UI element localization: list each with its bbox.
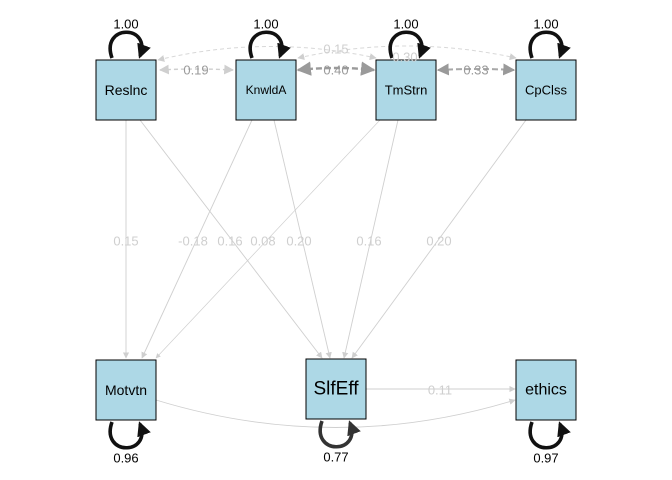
node-box-knwlda [235, 59, 297, 121]
path-motvtn-ethics [155, 398, 516, 428]
variance-label-slfeff: 0.77 [323, 450, 348, 465]
variance-loop-layer [108, 30, 571, 450]
covariance-knwlda-tmstrn [296, 61, 376, 76]
path-label-cpclss-slfeff: 0.20 [426, 234, 451, 249]
node-ethics: ethics [515, 359, 577, 421]
covariance-reslnc-knwlda [159, 64, 234, 75]
covariance-label-tmstrn-cpclss: 0.33 [463, 63, 488, 78]
node-reslnc: Reslnc [95, 59, 157, 121]
variance-label-motvtn: 0.96 [113, 451, 138, 466]
variance-loop-knwlda [248, 30, 291, 59]
node-label-slfeff: SlfEff [313, 379, 359, 400]
variance-loop-cpclss [528, 30, 571, 59]
variance-loop-tmstrn [388, 30, 431, 59]
path-label-knwlda-slfeff: 0.20 [286, 234, 311, 249]
path-reslnc-slfeff [139, 119, 323, 359]
node-label-ethics: ethics [525, 382, 567, 399]
node-motvtn: Motvtn [95, 359, 157, 421]
path-label-tmstrn-motvtn: 0.08 [250, 234, 275, 249]
path-knwlda-slfeff [273, 119, 332, 359]
covariance-label-reslnc-tmstrn: 0.15 [323, 42, 348, 57]
covariance-tmstrn-cpclss [436, 63, 516, 76]
variance-label-tmstrn: 1.00 [393, 17, 418, 32]
path-label-reslnc-motvtn: 0.15 [113, 234, 138, 249]
variance-label-reslnc: 1.00 [113, 17, 138, 32]
path-label-slfeff-ethics: 0.11 [428, 383, 452, 398]
path-label-reslnc-slfeff: 0.16 [217, 234, 242, 249]
regression-path-layer [122, 119, 527, 428]
covariance-label-reslnc-knwlda: 0.19 [183, 63, 208, 78]
node-label-reslnc: Reslnc [105, 82, 148, 98]
node-box-cpclss [515, 59, 577, 121]
variance-label-ethics: 0.97 [533, 451, 558, 466]
variance-loop-reslnc [108, 30, 151, 59]
node-knwlda: KnwldA [235, 59, 297, 121]
path-label-knwlda-motvtn: -0.18 [178, 234, 208, 249]
node-box-slfeff [305, 358, 367, 420]
node-label-cpclss: CpClss [525, 83, 567, 98]
covariance-label-knwlda-cpclss: 0.30 [392, 50, 417, 65]
covariance-layer [157, 45, 517, 76]
node-box-ethics [515, 359, 577, 421]
path-label-tmstrn-slfeff: 0.16 [356, 234, 381, 249]
path-tmstrn-slfeff [342, 119, 399, 359]
path-cpclss-slfeff [351, 119, 527, 359]
path-knwlda-motvtn [141, 119, 253, 359]
node-label-motvtn: Motvtn [105, 382, 147, 398]
node-slfeff: SlfEff [305, 358, 367, 420]
node-label-tmstrn: TmStrn [385, 83, 428, 98]
node-box-reslnc [95, 59, 157, 121]
node-cpclss: CpClss [515, 59, 577, 121]
variance-label-knwlda: 1.00 [253, 17, 278, 32]
variance-label-cpclss: 1.00 [533, 17, 558, 32]
node-label-knwlda: KnwldA [246, 83, 287, 97]
label-layer: 0.15 -0.18 0.08 0.16 0.20 0.16 0.20 0.11 0.19 0.4… [113, 17, 558, 466]
node-box-motvtn [95, 359, 157, 421]
variance-loop-slfeff [318, 420, 361, 449]
covariance-label-knwlda-tmstrn: 0.40 [323, 63, 348, 78]
covariance-knwlda-cpclss [297, 45, 517, 61]
node-box-tmstrn [375, 59, 437, 121]
covariance-reslnc-tmstrn [157, 45, 377, 62]
variance-loop-ethics [528, 421, 571, 450]
path-tmstrn-motvtn [155, 119, 381, 359]
node-tmstrn: TmStrn [375, 59, 437, 121]
variance-loop-motvtn [108, 421, 151, 450]
